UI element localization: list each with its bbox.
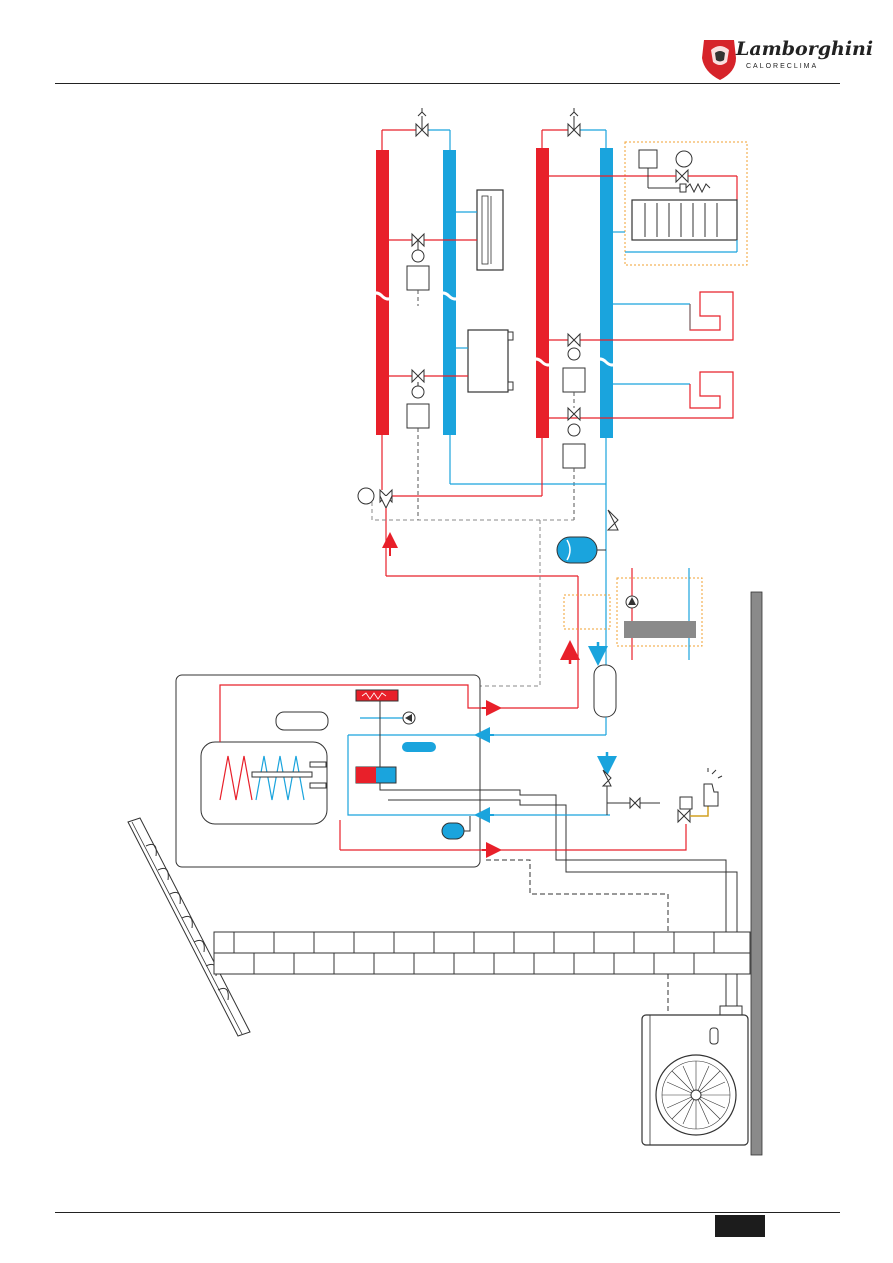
zone-valve-3 [563, 334, 585, 392]
check-valve [608, 510, 618, 530]
zone-valve-1 [407, 234, 429, 290]
external-connections [480, 752, 737, 1014]
radiator [632, 200, 737, 240]
cold-collector-right [600, 148, 613, 438]
indoor-module [176, 675, 494, 867]
boiler [617, 568, 702, 660]
dhw-cylinder [201, 742, 327, 824]
zone-valve-4 [563, 408, 585, 468]
shower-tap-icon [704, 784, 718, 806]
buffer-tank [594, 665, 616, 717]
expansion-vessel-system [557, 537, 606, 563]
underfloor-loop-1 [549, 292, 733, 340]
footer-rule [55, 1212, 840, 1213]
brick-wall [214, 932, 750, 974]
mixing-valve-3way [358, 488, 392, 508]
buffer-dashed-box [564, 595, 610, 629]
expansion-vessel-indoor [442, 823, 464, 839]
wall [751, 592, 762, 1155]
radiator-zone [549, 142, 747, 265]
zone-valve-2 [407, 370, 429, 428]
outdoor-heat-pump [642, 1006, 748, 1145]
hot-collector-right [536, 148, 549, 438]
page-number-tab [715, 1215, 765, 1237]
